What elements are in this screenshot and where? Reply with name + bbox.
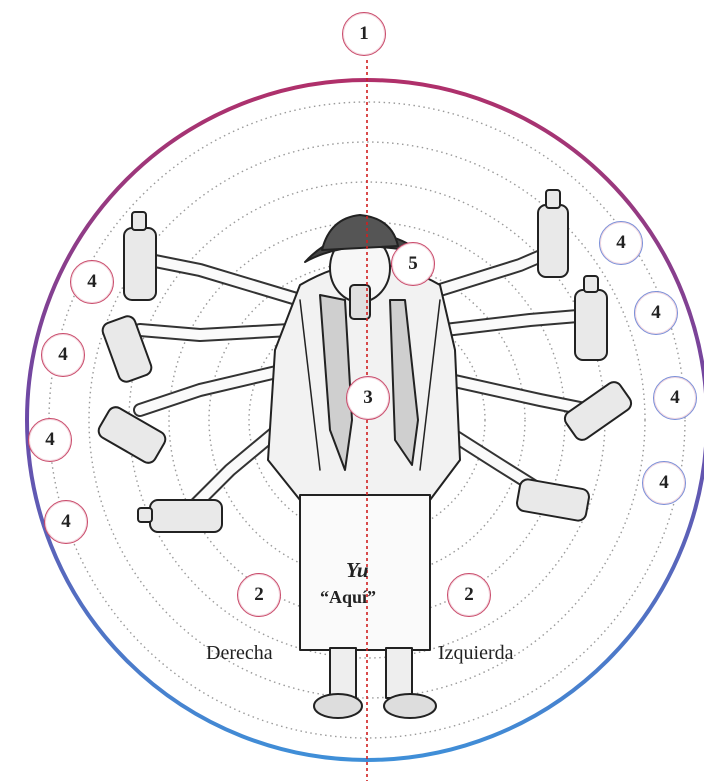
badge-5: 5 — [391, 242, 435, 286]
badge-2-left: 2 — [237, 573, 281, 617]
label-aqui: “Aquí” — [320, 587, 376, 608]
label-yu: Yu — [346, 558, 369, 583]
badge-4-right-2: 4 — [634, 291, 678, 335]
figure-illustration — [96, 190, 634, 718]
badge-4-right-1: 4 — [599, 221, 643, 265]
badge-4-right-3: 4 — [653, 376, 697, 420]
badge-4-left-3: 4 — [28, 418, 72, 462]
label-izquierda: Izquierda — [438, 642, 514, 665]
badge-3: 3 — [346, 376, 390, 420]
right-arms — [440, 250, 590, 490]
badge-2-right: 2 — [447, 573, 491, 617]
badge-4-left-1: 4 — [70, 260, 114, 304]
badge-1: 1 — [342, 12, 386, 56]
badge-4-right-4: 4 — [642, 461, 686, 505]
badge-4-left-2: 4 — [41, 333, 85, 377]
badge-4-left-4: 4 — [44, 500, 88, 544]
label-derecha: Derecha — [206, 642, 273, 665]
